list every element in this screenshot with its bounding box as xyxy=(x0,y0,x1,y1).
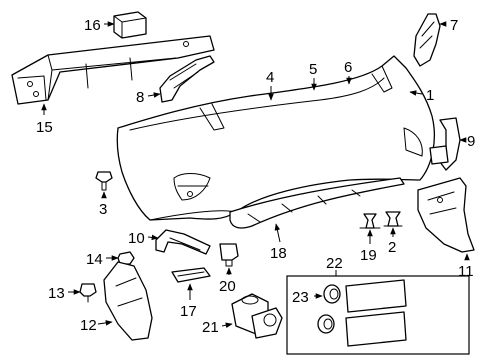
callout-22: 22 xyxy=(326,255,343,272)
push-clip-part-19 xyxy=(359,213,381,229)
callout-18: 18 xyxy=(270,245,287,262)
callout-23: 23 xyxy=(292,289,309,306)
splash-shield-left xyxy=(103,261,153,341)
clip-part-13 xyxy=(79,283,97,303)
side-retainer-bracket-left xyxy=(159,55,215,103)
callout-1: 1 xyxy=(426,87,434,104)
callout-20: 20 xyxy=(219,278,236,295)
callout-2: 2 xyxy=(388,239,396,256)
callout-12: 12 xyxy=(80,317,97,334)
callout-4: 4 xyxy=(266,69,274,86)
callout-8: 8 xyxy=(136,89,144,106)
rear-bumper-cover xyxy=(116,55,435,221)
callout-14: 14 xyxy=(86,251,103,268)
reinforcement-beam xyxy=(11,35,215,105)
callout-7: 7 xyxy=(450,17,458,34)
parking-sensor-assembly xyxy=(231,293,283,339)
callout-21: 21 xyxy=(202,319,219,336)
side-seal-part-9 xyxy=(429,117,461,171)
callout-16: 16 xyxy=(84,17,101,34)
sensor-inset-group xyxy=(286,275,470,355)
callout-10: 10 xyxy=(128,230,145,247)
callout-6: 6 xyxy=(344,59,352,76)
reflector-bracket xyxy=(155,229,211,255)
screw-part-3 xyxy=(95,171,113,191)
callout-3: 3 xyxy=(99,201,107,218)
callout-17: 17 xyxy=(180,303,197,320)
sensor-pad-bottom xyxy=(345,311,407,347)
side-bracket-right xyxy=(413,13,441,67)
reflector-part-17 xyxy=(171,267,211,283)
callout-13: 13 xyxy=(48,285,65,302)
callout-11: 11 xyxy=(458,263,474,280)
callout-labels: 1 2 3 4 5 6 7 8 9 10 11 12 13 14 15 16 1… xyxy=(36,17,475,336)
callout-9: 9 xyxy=(467,133,475,150)
callout-15: 15 xyxy=(36,119,53,136)
callout-19: 19 xyxy=(360,247,377,264)
leader-lines xyxy=(41,21,470,328)
splash-shield-right xyxy=(417,177,475,253)
lower-diffuser xyxy=(229,177,405,229)
callout-5: 5 xyxy=(309,61,317,78)
connector-part-20 xyxy=(219,243,239,267)
push-clip-part-2 xyxy=(383,211,403,227)
inset-box xyxy=(286,275,470,355)
sensor-pad-top xyxy=(345,279,407,313)
beam-mount-bracket xyxy=(113,11,147,39)
